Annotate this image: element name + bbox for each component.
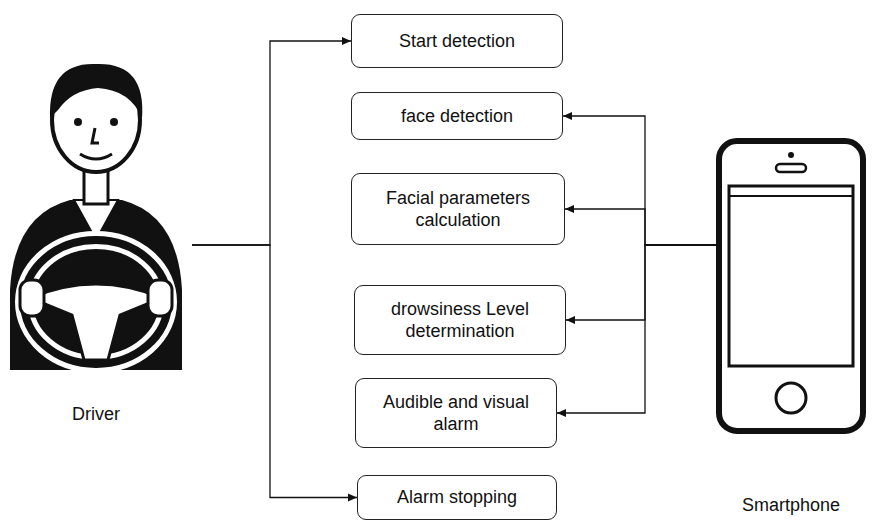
connector-arrow: [557, 245, 716, 413]
box-label: face detection: [401, 105, 513, 128]
box-label: Alarm stopping: [397, 486, 517, 509]
box-label: drowsiness Level determination: [363, 298, 557, 343]
process-box: Start detection: [351, 14, 563, 68]
process-box: Audible and visual alarm: [355, 378, 557, 448]
figure-caption: Driver: [0, 403, 192, 426]
connector-arrow: [563, 116, 716, 245]
process-box: drowsiness Level determination: [354, 285, 566, 355]
box-label: Audible and visual alarm: [364, 391, 548, 436]
box-label: Start detection: [399, 30, 515, 53]
smartphone-node: Smartphone: [716, 138, 866, 516]
driver-figure: [0, 40, 192, 380]
figure-caption: Smartphone: [716, 494, 866, 517]
process-box: Alarm stopping: [357, 475, 557, 520]
connector-arrow: [192, 41, 351, 245]
process-box: face detection: [351, 92, 563, 140]
connector-arrow: [565, 209, 716, 245]
driver-node: Driver: [0, 40, 192, 425]
connector-arrow: [192, 245, 357, 498]
connector-arrow: [566, 245, 716, 320]
box-label: Facial parameters calculation: [360, 187, 556, 232]
smartphone-figure: [716, 138, 866, 434]
process-box: Facial parameters calculation: [351, 173, 565, 245]
